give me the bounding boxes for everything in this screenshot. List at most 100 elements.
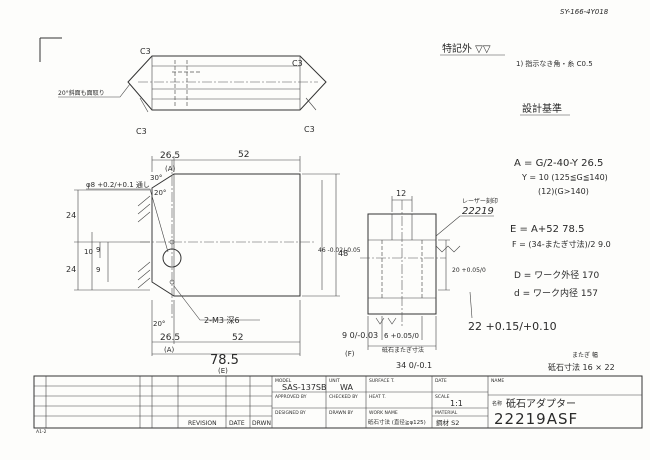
- dim-48: 48: [338, 249, 348, 258]
- left-dim-lines: [74, 189, 150, 291]
- surface-label: SURFACE T.: [369, 378, 395, 384]
- angle-20-bottom: 20°: [153, 320, 165, 328]
- top-dim-lines: [151, 156, 301, 172]
- stone-label: 砥石またぎ寸法: [382, 346, 424, 354]
- model-value: SAS-137SB: [282, 383, 327, 392]
- a-formula: A = G/2-40-Y 26.5: [514, 158, 603, 169]
- dim-f: (F): [345, 350, 355, 358]
- unit-value: WA: [340, 383, 353, 392]
- chamfer-note: 20°斜面も面取り: [58, 89, 105, 97]
- scale-value: 1:1: [450, 399, 463, 408]
- model-label: MODEL: [275, 378, 292, 384]
- c3-label-2: C3: [136, 127, 147, 136]
- side-view-hidden: [381, 240, 423, 298]
- dim-6: 6 +0.05/0: [384, 332, 419, 340]
- top-view-leader-2: [305, 97, 317, 111]
- y-alt: (12)(G>140): [538, 187, 589, 196]
- dim-46: 46 -0.02/-0.05: [318, 247, 361, 254]
- side-view: 12 レーザー刻印 22219 20 +0.05/0 9 0/-0.03 (F)…: [342, 189, 557, 370]
- dim-9-upper: 9: [96, 246, 100, 254]
- e-formula: E = A+52 78.5: [510, 224, 584, 235]
- laser-leader: [435, 215, 494, 237]
- dim-9: 9 0/-0.03: [342, 331, 378, 340]
- c3-label-3: C3: [292, 59, 303, 68]
- design-heading: 設計基準: [522, 102, 562, 115]
- dim-a-bottom: (A): [164, 346, 175, 354]
- dim-24-lower: 24: [66, 265, 76, 274]
- name-prefix: 名称: [492, 400, 502, 407]
- notes-block: 特記外 ▽▽ 1) 指示なき角・糸 C0.5 設計基準 A = G/2-40-Y…: [440, 42, 615, 372]
- a1-label: A1-2: [36, 429, 47, 435]
- dim-24-upper: 24: [66, 211, 76, 220]
- dim-a-top: (A): [165, 165, 176, 173]
- angle-20-top: 20°: [154, 189, 166, 197]
- info-columns: [325, 376, 489, 428]
- y-formula: Y = 10 (125≦G≦140): [521, 173, 608, 182]
- chamfer-leader: [58, 83, 131, 98]
- side-bottom-dims: [367, 316, 437, 350]
- work-name-label: WORK NAME: [369, 410, 398, 416]
- bottom-dim-lines: [151, 300, 301, 356]
- corner-mark: [39, 37, 62, 62]
- material-label: MATERIAL: [435, 410, 458, 416]
- right-dim-lines: [302, 173, 340, 297]
- hole-note: φ8 +0.2/+0.1 通し: [86, 180, 150, 189]
- angle-30: 30°: [150, 174, 162, 182]
- surface-mark-right: [435, 245, 461, 253]
- tol-22: 22 +0.15/+0.10: [468, 320, 557, 333]
- date-label: DATE: [435, 378, 447, 384]
- dim-12: 12: [396, 189, 406, 198]
- dim-26-5-top: 26.5: [160, 151, 180, 161]
- thread-note: 2-M3 深6: [204, 316, 240, 325]
- top-view-edges: [151, 56, 301, 110]
- front-view-hatch: [137, 195, 151, 223]
- dim-34: 34 0/-0.1: [396, 361, 432, 370]
- surface-mark-bottom: [375, 317, 397, 325]
- dim-78-5: 78.5: [210, 353, 239, 368]
- title-block-frame: [33, 375, 643, 429]
- c3-label-4: C3: [304, 125, 315, 134]
- inner-d-definition: d = ワーク内径 157: [514, 287, 598, 299]
- info-rows: [272, 391, 642, 409]
- top-view-lines: [152, 65, 300, 100]
- front-view-hatch-2: [137, 261, 151, 289]
- unit-label: UNIT: [329, 378, 340, 384]
- date-header: DATE: [229, 420, 245, 427]
- name-value: 砥石アダプター: [506, 397, 576, 410]
- top-view-leader: [139, 97, 149, 113]
- laser-value: 22219: [462, 206, 494, 217]
- kaisu-label: またぎ 幅: [572, 351, 598, 359]
- dim-12-lines: [391, 196, 413, 212]
- heat-label: HEAT T.: [369, 394, 386, 400]
- d-definition: D = ワーク外径 170: [514, 269, 600, 281]
- dim-e: (E): [218, 367, 228, 375]
- front-view: 26.5 (A) 52 φ8 +0.2/+0.1 通し 30° 20° 20° …: [66, 150, 361, 375]
- name-label: NAME: [491, 378, 504, 384]
- revision-rows: [34, 385, 272, 417]
- chamfer-note-general: 1) 指示なき角・糸 C0.5: [516, 59, 593, 68]
- top-view-hidden-lines: [172, 60, 200, 106]
- revision-columns: [45, 376, 273, 428]
- tap-hole-upper: [169, 239, 175, 245]
- side-view-outline: [367, 213, 437, 315]
- approved-label: APPROVED BY: [275, 394, 307, 400]
- part-number: 22219ASF: [494, 410, 578, 428]
- revision-header: REVISION: [188, 420, 217, 427]
- checked-label: CHECKED BY: [329, 394, 358, 400]
- surface-heading: 特記外 ▽▽: [442, 42, 491, 55]
- left-subdim-lines: [91, 232, 109, 290]
- title-block: REVISION DATE DRWN A1-2 MODEL SAS-137SB …: [33, 375, 643, 435]
- dim-52-top: 52: [238, 150, 249, 160]
- c3-label-1: C3: [140, 47, 151, 56]
- dim-10: 10: [84, 248, 93, 256]
- drwn-header: DRWN: [252, 420, 271, 427]
- drawn-label: DRAWN BY: [329, 410, 353, 416]
- tap-hole-lower: [169, 279, 175, 285]
- laser-note: レーザー刻印: [462, 197, 498, 205]
- designed-label: DESIGNED BY: [275, 410, 306, 416]
- material-value: 鋼材 S2: [436, 418, 459, 427]
- dim-26-5-bottom: 26.5: [160, 333, 180, 343]
- through-hole: [162, 248, 182, 268]
